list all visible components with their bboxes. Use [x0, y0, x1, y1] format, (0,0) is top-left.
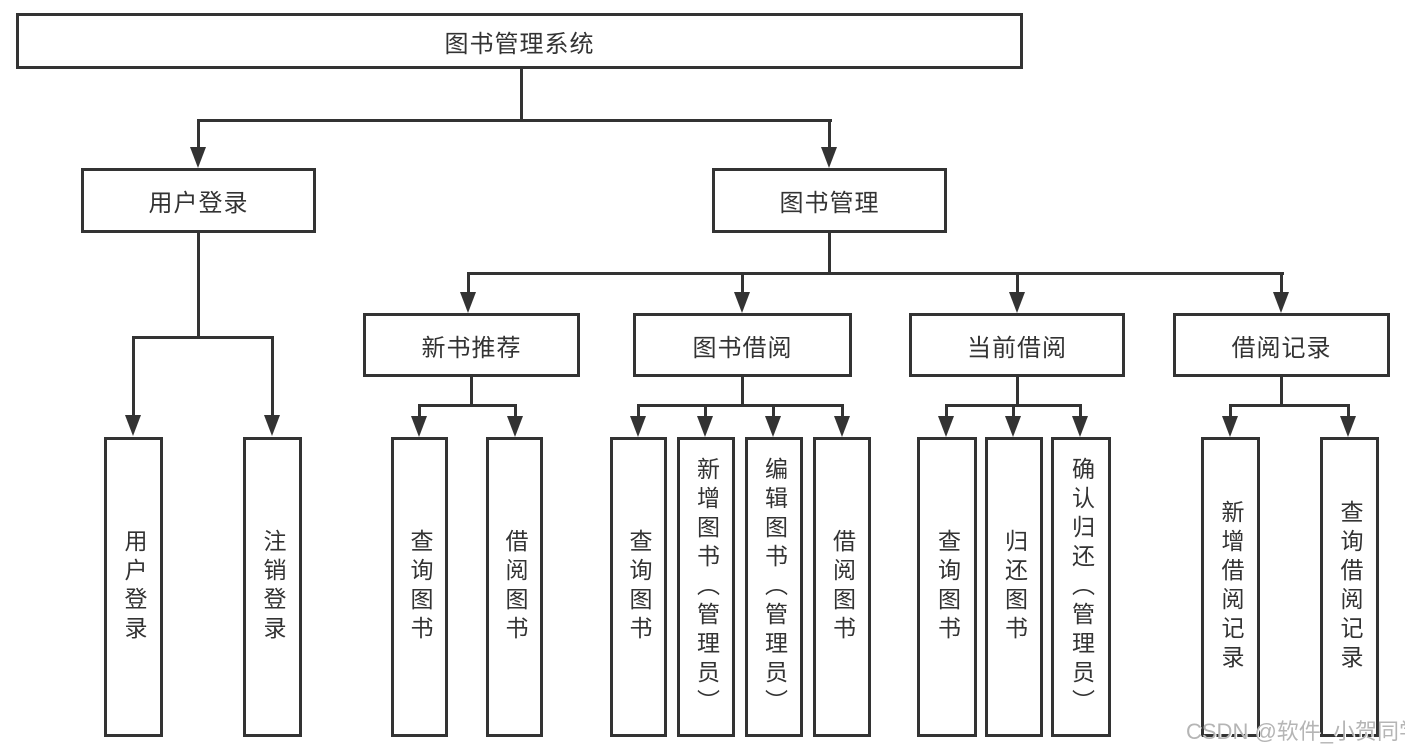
arrowhead-icon — [411, 416, 427, 437]
arrowhead-icon — [190, 147, 206, 168]
connector-cb-trunk — [1016, 377, 1019, 407]
arrowhead-icon — [125, 415, 141, 436]
arrowhead-icon — [1340, 416, 1356, 437]
node-new-book-rec: 新书推荐 — [363, 313, 580, 377]
arrowhead-icon — [1273, 292, 1289, 313]
leaf-label: 注销登录 — [260, 529, 286, 645]
leaf-label: 编辑图书（管理员） — [761, 456, 788, 718]
leaf-nbr-borrow-books: 借阅图书 — [486, 437, 543, 737]
leaf-label: 借阅图书 — [502, 529, 528, 645]
connector-leaf — [945, 404, 948, 418]
leaf-label: 查询图书 — [407, 529, 433, 645]
arrowhead-icon — [821, 147, 837, 168]
leaf-bb-add-books-admin: 新增图书（管理员） — [677, 437, 735, 737]
leaf-label: 确认归还（管理员） — [1068, 456, 1095, 718]
connector-leaf — [1079, 404, 1082, 418]
leaf-label: 新增借阅记录 — [1218, 500, 1244, 674]
arrowhead-icon — [1009, 292, 1025, 313]
arrowhead-icon — [507, 416, 523, 437]
leaf-cb-confirm-return-admin: 确认归还（管理员） — [1051, 437, 1111, 737]
arrowhead-icon — [1005, 416, 1021, 437]
leaf-bb-edit-books-admin: 编辑图书（管理员） — [745, 437, 803, 737]
connector-br-trunk — [1280, 377, 1283, 407]
leaf-label: 查询借阅记录 — [1337, 500, 1363, 674]
connector-leaf — [514, 404, 517, 418]
node-root: 图书管理系统 — [16, 13, 1023, 69]
arrowhead-icon — [264, 415, 280, 436]
node-book-mgmt: 图书管理 — [712, 168, 947, 233]
node-borrow-record: 借阅记录 — [1173, 313, 1390, 377]
arrowhead-icon — [1222, 416, 1238, 437]
connector-to-book-mgmt — [828, 119, 831, 151]
connector-nbr-trunk — [470, 377, 473, 407]
connector-to-borrow-record — [1280, 272, 1283, 294]
connector-to-book-borrow — [741, 272, 744, 294]
connector-to-new-book-rec — [467, 272, 470, 294]
node-book-borrow: 图书借阅 — [633, 313, 852, 377]
arrowhead-icon — [1072, 416, 1088, 437]
connector-user-split — [132, 336, 274, 339]
leaf-label: 归还图书 — [1001, 529, 1028, 645]
leaf-bb-borrow-books: 借阅图书 — [813, 437, 871, 737]
arrowhead-icon — [734, 292, 750, 313]
leaf-bb-query-books: 查询图书 — [610, 437, 667, 737]
connector-leaf — [841, 404, 844, 418]
connector-br-split — [1229, 404, 1350, 407]
connector-leaf — [1229, 404, 1232, 418]
connector-to-leaf-logout — [271, 336, 274, 418]
leaf-label: 新增图书（管理员） — [693, 456, 720, 718]
arrowhead-icon — [460, 292, 476, 313]
csdn-watermark: CSDN @软件_小贺同学 — [1186, 719, 1405, 744]
leaf-nbr-query-books: 查询图书 — [391, 437, 448, 737]
leaf-logout: 注销登录 — [243, 437, 302, 737]
connector-level3-split — [467, 272, 1284, 275]
connector-mgmt-trunk — [828, 233, 831, 275]
connector-to-current-borrow — [1016, 272, 1019, 294]
connector-leaf — [418, 404, 421, 418]
leaf-label: 查询图书 — [626, 529, 652, 645]
leaf-br-add-record: 新增借阅记录 — [1201, 437, 1260, 737]
node-current-borrow: 当前借阅 — [909, 313, 1125, 377]
arrowhead-icon — [697, 416, 713, 437]
arrowhead-icon — [630, 416, 646, 437]
connector-to-user-login — [197, 119, 200, 151]
leaf-cb-query-books: 查询图书 — [917, 437, 977, 737]
connector-leaf — [1347, 404, 1350, 418]
connector-user-trunk — [197, 233, 200, 339]
arrowhead-icon — [765, 416, 781, 437]
leaf-cb-return-books: 归还图书 — [985, 437, 1043, 737]
leaf-label: 借阅图书 — [829, 529, 856, 645]
connector-leaf — [637, 404, 640, 418]
connector-root-trunk — [520, 68, 523, 122]
connector-level2-split — [197, 119, 832, 122]
leaf-user-login: 用户登录 — [104, 437, 163, 737]
connector-bb-split — [637, 404, 844, 407]
leaf-br-query-record: 查询借阅记录 — [1320, 437, 1379, 737]
arrowhead-icon — [938, 416, 954, 437]
connector-bb-trunk — [741, 377, 744, 407]
connector-to-leaf-user-login — [132, 336, 135, 418]
connector-leaf — [772, 404, 775, 418]
node-user-login: 用户登录 — [81, 168, 316, 233]
connector-leaf — [1012, 404, 1015, 418]
leaf-label: 查询图书 — [934, 529, 961, 645]
connector-nbr-split — [418, 404, 517, 407]
arrowhead-icon — [834, 416, 850, 437]
leaf-label: 用户登录 — [121, 529, 147, 645]
connector-leaf — [704, 404, 707, 418]
